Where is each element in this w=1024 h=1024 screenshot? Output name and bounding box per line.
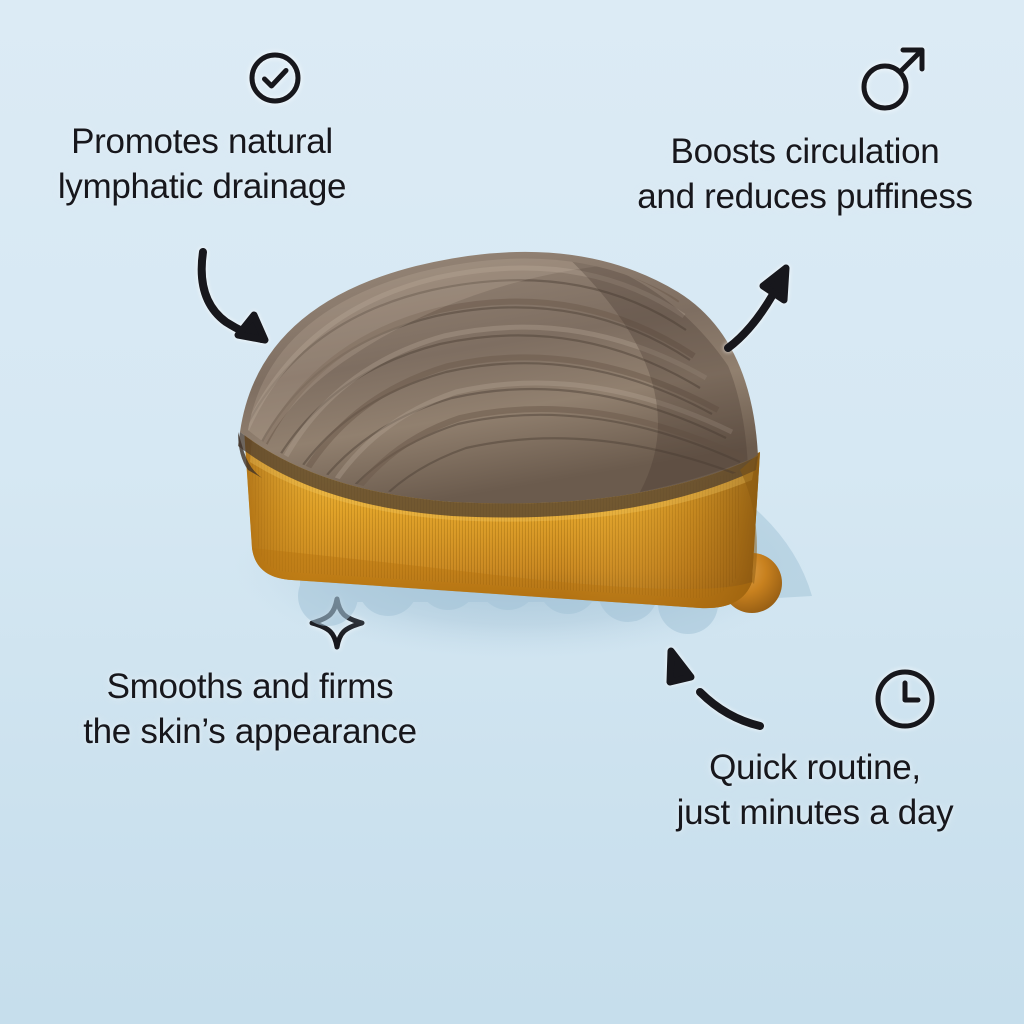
callout-label: Smooths and firms the skin’s appearance — [83, 667, 417, 751]
callout-smooths-and-firms: Smooths and firms the skin’s appearance — [70, 595, 430, 755]
arrow-top-right — [724, 264, 790, 352]
check-circle-icon — [247, 50, 303, 106]
mars-symbol-icon — [854, 40, 930, 116]
clock-icon — [872, 666, 938, 732]
sparkle-icon — [308, 595, 366, 651]
arrow-top-left — [197, 248, 269, 344]
callout-label: Promotes natural lymphatic drainage — [57, 122, 347, 206]
callout-boosts-circulation: Boosts circulation and reduces puffiness — [620, 40, 990, 220]
callout-lymphatic-drainage: Promotes natural lymphatic drainage — [52, 50, 352, 210]
callout-label: Quick routine, just minutes a day — [676, 748, 954, 832]
callout-label: Boosts circulation and reduces puffiness — [637, 132, 973, 216]
callout-quick-routine: Quick routine, just minutes a day — [650, 666, 980, 836]
wood-top — [238, 251, 758, 518]
